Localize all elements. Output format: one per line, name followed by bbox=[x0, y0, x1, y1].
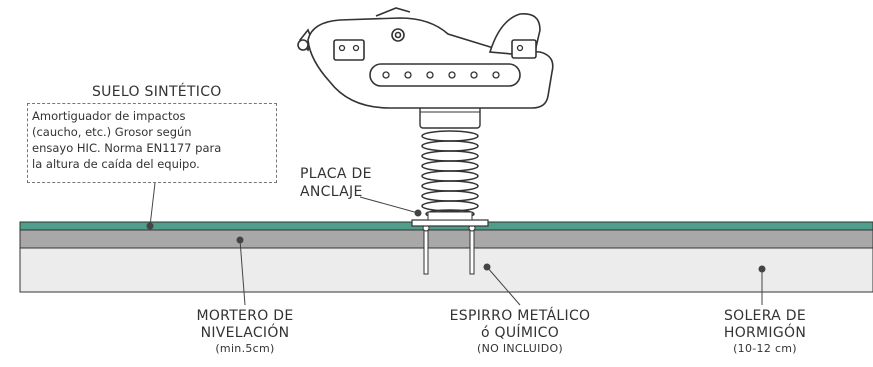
anchor-bolt-note: (NO INCLUIDO) bbox=[476, 342, 564, 355]
note-line: la altura de caída del equipo. bbox=[32, 157, 200, 171]
spring-icon bbox=[421, 130, 479, 219]
concrete-slab-note: (10-12 cm) bbox=[733, 342, 797, 355]
concrete-layer bbox=[19, 247, 873, 293]
leveling-mortar-line: MORTERO DE bbox=[196, 308, 294, 324]
note-line: Amortiguador de impactos bbox=[32, 109, 186, 123]
concrete-slab-line: HORMIGÓN bbox=[723, 325, 807, 341]
wing-bolts bbox=[338, 44, 524, 79]
anchor-plate-label: PLACA DE ANCLAJE bbox=[300, 165, 372, 201]
synthetic-floor-label: SUELO SINTÉTICO bbox=[92, 84, 222, 100]
anchor-plate bbox=[411, 219, 489, 227]
leader-lines bbox=[146, 182, 766, 306]
concrete-slab-label: SOLERA DE HORMIGÓN (10-12 cm) bbox=[705, 308, 825, 356]
airplane-rider-icon bbox=[297, 7, 554, 109]
anchor-plate-line: ANCLAJE bbox=[300, 184, 363, 200]
anchor-bolt-label: ESPIRRO METÁLICO ó QUÍMICO (NO INCLUIDO) bbox=[445, 308, 595, 356]
impact-absorber-note: Amortiguador de impactos (caucho, etc.) … bbox=[27, 103, 277, 183]
leveling-mortar-label: MORTERO DE NIVELACIÓN (min.5cm) bbox=[175, 308, 315, 356]
leveling-mortar-note: (min.5cm) bbox=[215, 342, 275, 355]
anchor-plate-line: PLACA DE bbox=[300, 166, 372, 182]
anchor-bolt-line: ó QUÍMICO bbox=[480, 325, 560, 341]
spring-base bbox=[427, 211, 473, 221]
mortar-layer bbox=[19, 229, 873, 249]
note-line: (caucho, etc.) Grosor según bbox=[32, 125, 192, 139]
anchor-bolt-line: ESPIRRO METÁLICO bbox=[449, 308, 591, 324]
note-line: ensayo HIC. Norma EN1177 para bbox=[32, 141, 222, 155]
concrete-slab-line: SOLERA DE bbox=[723, 308, 807, 324]
leveling-mortar-line: NIVELACIÓN bbox=[200, 325, 290, 341]
